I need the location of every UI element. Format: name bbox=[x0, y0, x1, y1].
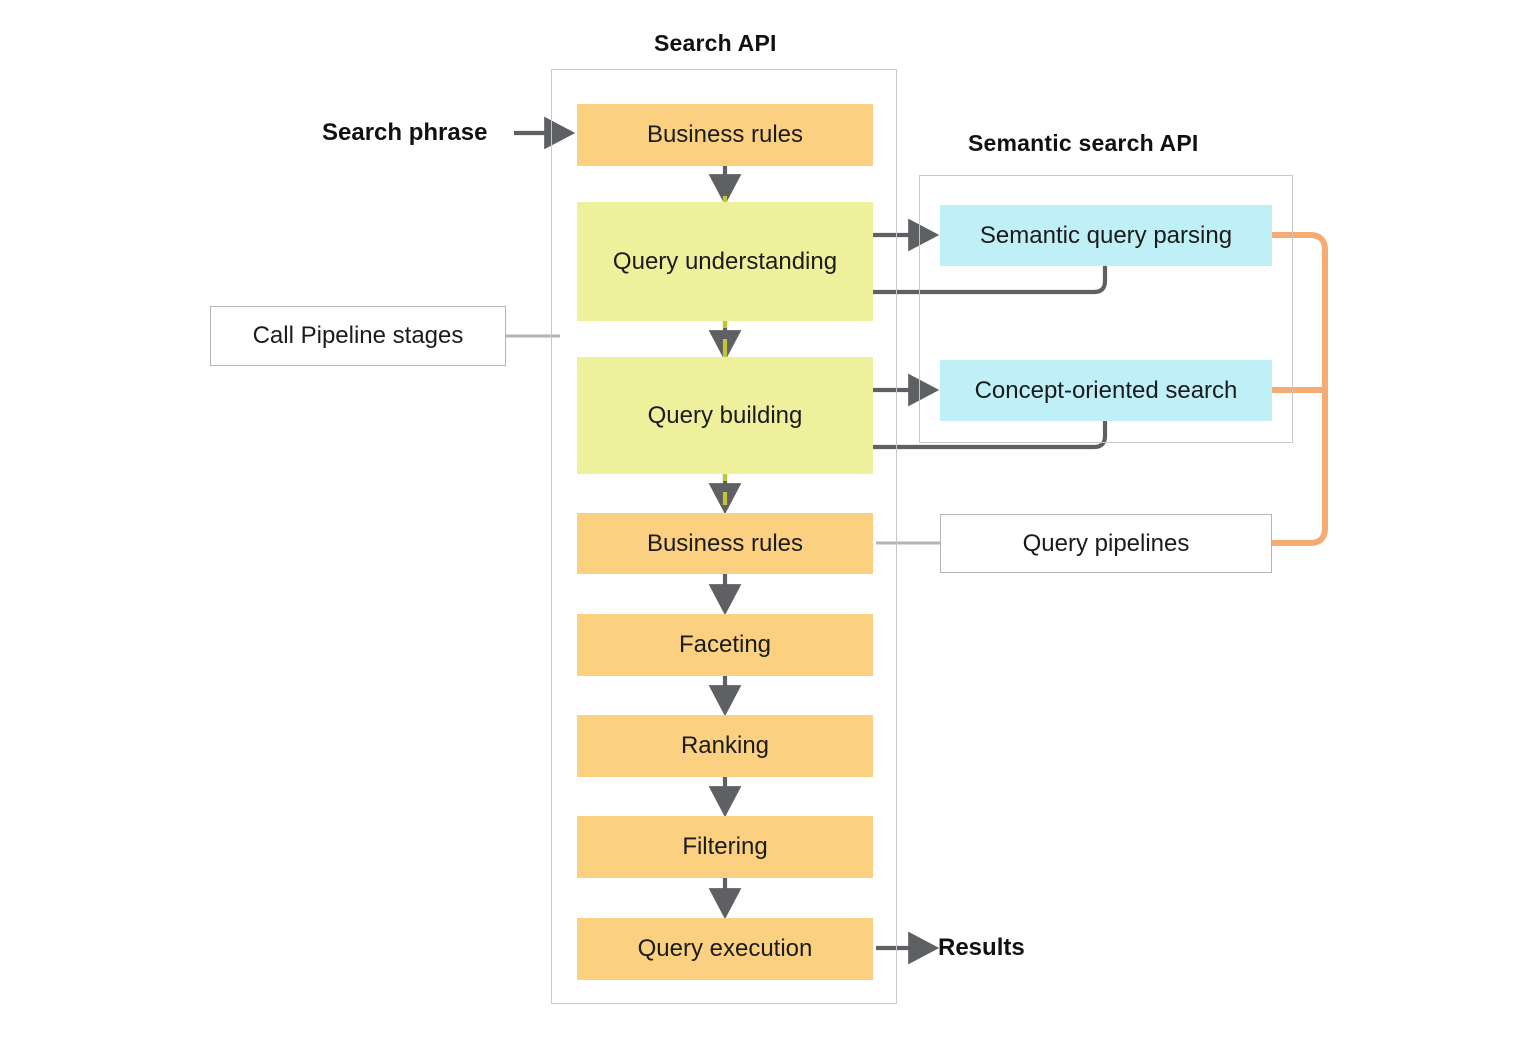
stage-business-rules-top[interactable]: Business rules bbox=[577, 104, 873, 166]
label-results: Results bbox=[938, 934, 1025, 961]
stage-business-rules-bottom[interactable]: Business rules bbox=[577, 513, 873, 574]
stage-ranking[interactable]: Ranking bbox=[577, 715, 873, 777]
search-api-title: Search API bbox=[654, 30, 777, 56]
search-api-container bbox=[551, 69, 897, 1004]
callout-query-pipelines[interactable]: Query pipelines bbox=[940, 514, 1272, 573]
semantic-search-api-container bbox=[919, 175, 1293, 443]
callout-call-pipeline-stages[interactable]: Call Pipeline stages bbox=[210, 306, 506, 366]
stage-concept-oriented-search[interactable]: Concept-oriented search bbox=[940, 360, 1272, 421]
stage-faceting[interactable]: Faceting bbox=[577, 614, 873, 676]
stage-filtering[interactable]: Filtering bbox=[577, 816, 873, 878]
stage-semantic-query-parsing[interactable]: Semantic query parsing bbox=[940, 205, 1272, 266]
semantic-search-api-title: Semantic search API bbox=[968, 130, 1199, 156]
stage-query-understanding[interactable]: Query understanding bbox=[577, 202, 873, 321]
stage-query-execution[interactable]: Query execution bbox=[577, 918, 873, 980]
label-search-phrase: Search phrase bbox=[322, 119, 488, 146]
stage-query-building[interactable]: Query building bbox=[577, 357, 873, 474]
